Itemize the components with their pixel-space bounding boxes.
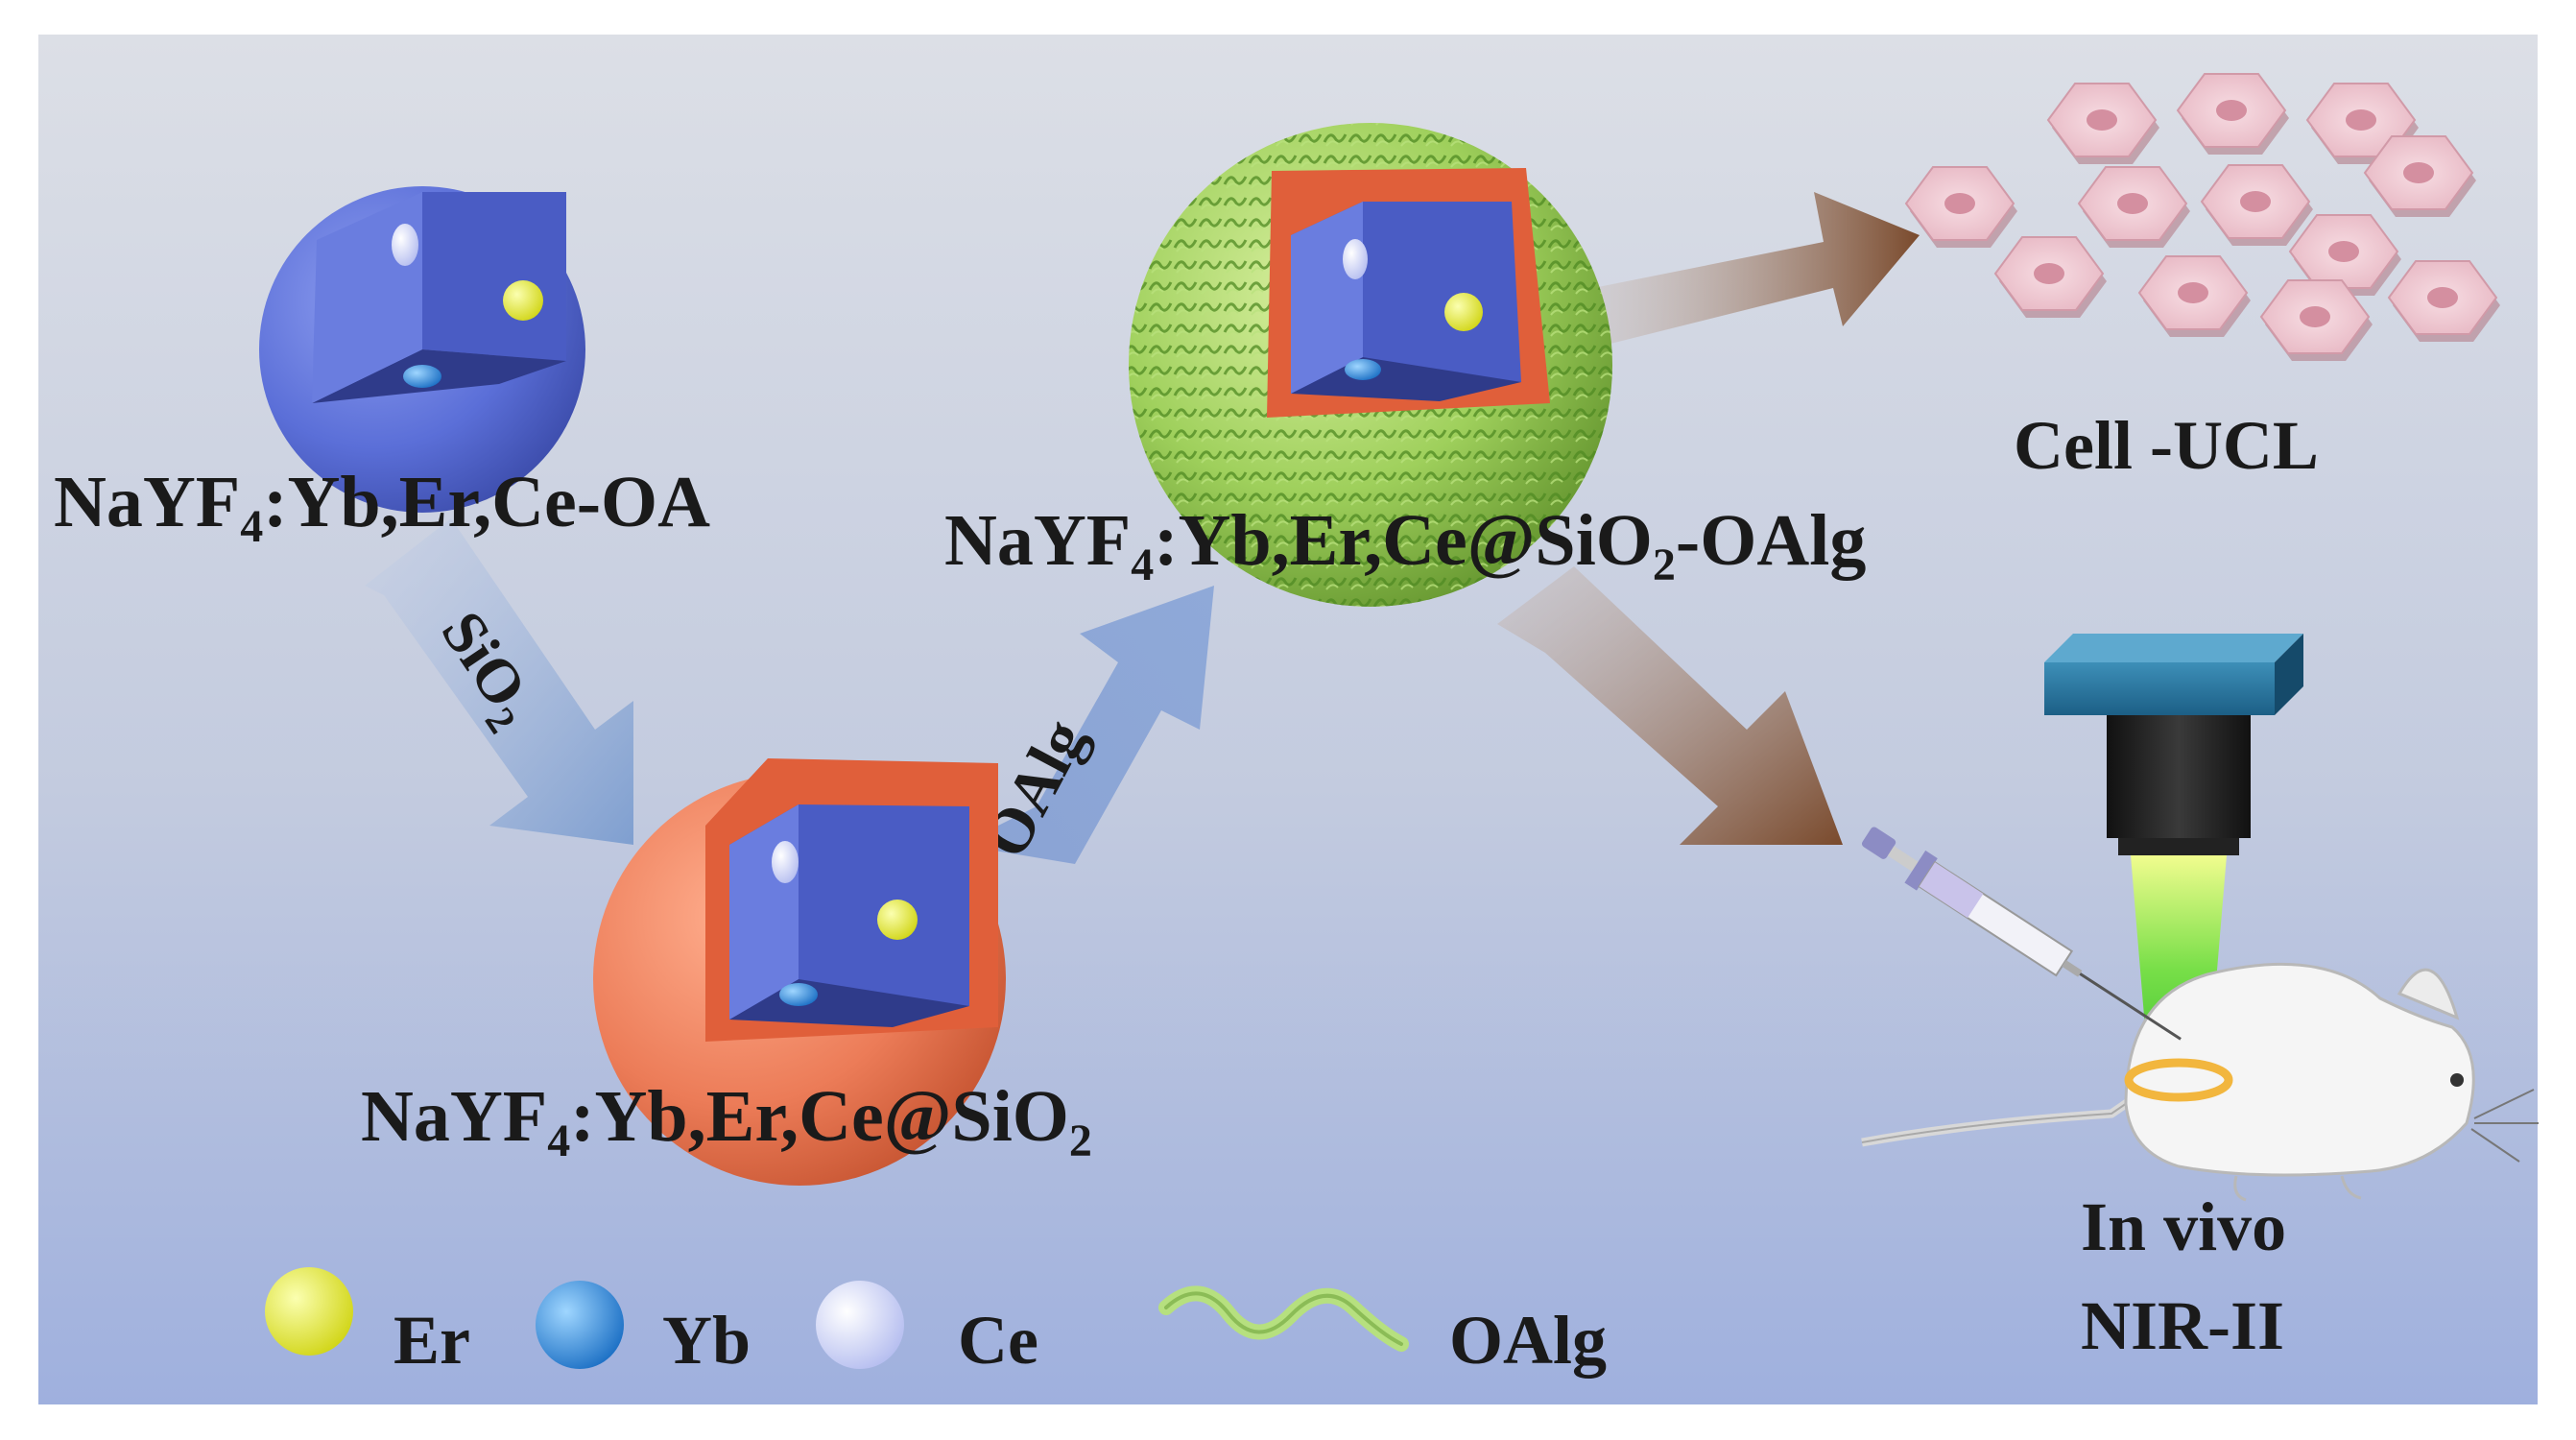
ce-dopant bbox=[392, 224, 418, 266]
core-sio2-label: NaYF4:Yb,Er,Ce@SiO2 bbox=[361, 1076, 1092, 1166]
core-oa-label: NaYF4:Yb,Er,Ce-OA bbox=[54, 462, 710, 552]
cell-icon bbox=[2137, 255, 2251, 337]
in-vivo-label-line2: NIR-II bbox=[2081, 1287, 2284, 1364]
legend-yb-label: Yb bbox=[662, 1302, 751, 1379]
in-vivo-label-line1: In vivo bbox=[2081, 1188, 2286, 1265]
invivo-output-arrow bbox=[1497, 566, 1843, 845]
injection-site-ring bbox=[2124, 1058, 2233, 1102]
cell-icon bbox=[2046, 83, 2159, 164]
legend-ce-label: Ce bbox=[958, 1302, 1038, 1379]
legend-oalg-label: OAlg bbox=[1449, 1302, 1607, 1379]
cell-icon bbox=[2259, 279, 2373, 361]
yb-dopant bbox=[1345, 359, 1381, 380]
cell-icon bbox=[2363, 135, 2476, 217]
oalg-process-arrow bbox=[960, 586, 1214, 864]
yb-dopant bbox=[779, 983, 818, 1006]
cell-icon bbox=[2077, 166, 2190, 248]
cell-icon bbox=[1904, 166, 2017, 248]
ce-dopant bbox=[1343, 239, 1368, 279]
legend: Er Yb Ce OAlg bbox=[265, 1267, 1607, 1379]
core-oa-nanoparticle bbox=[259, 186, 585, 513]
ce-dopant bbox=[772, 841, 799, 883]
cell-icon bbox=[2288, 214, 2401, 296]
cell-icon bbox=[2200, 164, 2313, 246]
er-dopant bbox=[877, 900, 918, 940]
core-sio2-nanoparticle bbox=[593, 758, 1006, 1186]
yb-dopant bbox=[403, 365, 441, 388]
core-sio2-oalg-nanoparticle bbox=[1129, 123, 1612, 607]
syringe-illustration bbox=[1861, 827, 2182, 1041]
core-sio2-oalg-label: NaYF4:Yb,Er,Ce@SiO2-OAlg bbox=[944, 500, 1866, 590]
legend-er-label: Er bbox=[394, 1302, 470, 1379]
ce-sphere-icon bbox=[816, 1281, 904, 1369]
cell-ucl-label: Cell -UCL bbox=[2014, 407, 2319, 484]
er-dopant bbox=[1444, 293, 1483, 331]
cell-output-arrow bbox=[1593, 192, 1920, 346]
nir-camera bbox=[2044, 634, 2303, 855]
cell-icon bbox=[1993, 236, 2107, 318]
cell-icon bbox=[2387, 260, 2500, 342]
yb-sphere-icon bbox=[536, 1281, 624, 1369]
er-sphere-icon bbox=[265, 1267, 353, 1356]
cell-cluster bbox=[1904, 73, 2500, 361]
cell-icon bbox=[2176, 73, 2289, 155]
mouse-illustration bbox=[1861, 962, 2539, 1202]
sio2-process-arrow bbox=[365, 518, 633, 845]
er-dopant bbox=[503, 280, 543, 321]
